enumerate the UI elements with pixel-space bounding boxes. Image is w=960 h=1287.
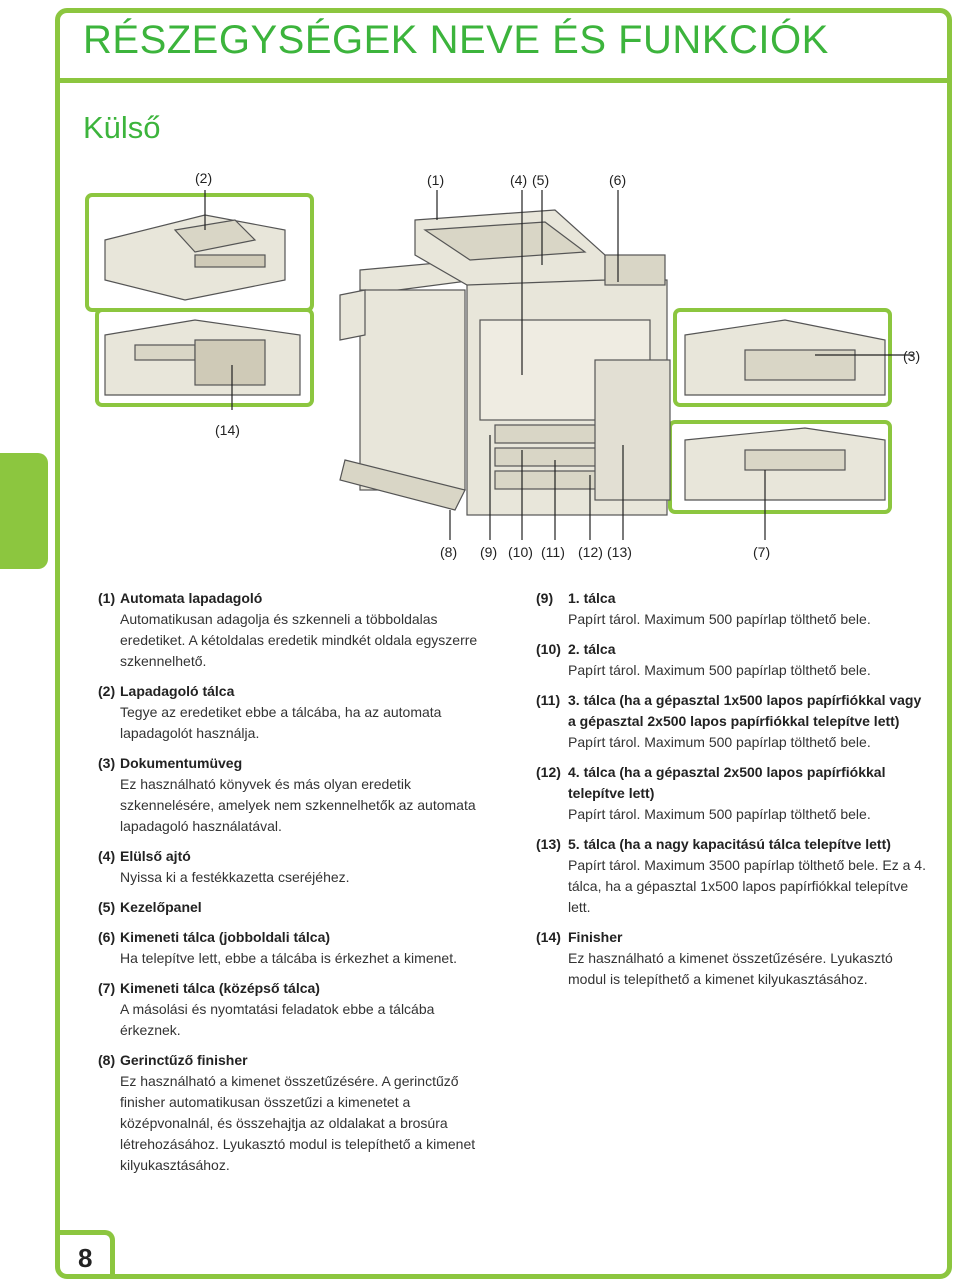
item-description: Papírt tárol. Maximum 3500 papírlap tölt… (568, 857, 926, 915)
item-title: Finisher (568, 929, 623, 945)
item-number: (11) (536, 692, 561, 708)
item-description: Nyissa ki a festékkazetta cseréjéhez. (120, 869, 350, 885)
item-number: (3) (98, 755, 116, 771)
callout-3: (3) (903, 348, 921, 364)
list-item: (8)Gerinctűző finisher Ez használható a … (98, 1050, 488, 1176)
section-title: Külső (83, 110, 161, 145)
item-title: 3. tálca (ha a gépasztal 1x500 lapos pap… (568, 692, 922, 729)
item-title: 1. tálca (568, 590, 616, 606)
item-number: (1) (98, 590, 116, 606)
callout-10: (10) (508, 544, 533, 560)
copier-illustration (85, 190, 913, 540)
item-number: (12) (536, 764, 561, 780)
callout-12: (12) (578, 544, 603, 560)
item-number: (4) (98, 848, 116, 864)
item-title: Kimeneti tálca (jobboldali tálca) (120, 929, 331, 945)
callout-13: (13) (607, 544, 632, 560)
item-description: Papírt tárol. Maximum 500 papírlap tölth… (568, 662, 871, 678)
item-description: Ez használható könyvek és más olyan ered… (120, 776, 476, 834)
item-description: Ha telepítve lett, ebbe a tálcába is érk… (120, 950, 457, 966)
item-number: (13) (536, 836, 561, 852)
page-number-box (55, 1230, 115, 1279)
list-item: (1)Automata lapadagoló Automatikusan ada… (98, 588, 488, 672)
right-descriptions: (9) 1. tálca Papírt tárol. Maximum 500 pa… (536, 588, 926, 999)
list-item: (12) 4. tálca (ha a gépasztal 2x500 lapos… (536, 762, 926, 825)
title-bar (55, 8, 952, 83)
list-item: (6)Kimeneti tálca (jobboldali tálca) Ha … (98, 927, 488, 969)
item-title: 2. tálca (568, 641, 616, 657)
page-title: RÉSZEGYSÉGEK NEVE ÉS FUNKCIÓK (83, 18, 829, 62)
callout-14: (14) (215, 422, 240, 438)
left-descriptions: (1)Automata lapadagoló Automatikusan ada… (98, 588, 488, 1185)
callout-9: (9) (480, 544, 498, 560)
callout-5: (5) (532, 172, 550, 188)
item-title: Automata lapadagoló (120, 590, 263, 606)
copier-diagram: (2) (1) (4) (5) (6) (3) (14) (8) (9) (10… (85, 160, 945, 580)
callout-6: (6) (609, 172, 627, 188)
list-item: (13) 5. tálca (ha a nagy kapacitású tálca… (536, 834, 926, 918)
item-description: Ez használható a kimenet összetűzésére. … (120, 1073, 476, 1173)
list-item: (14) Finisher Ez használható a kimenet ös… (536, 927, 926, 990)
list-item: (7)Kimeneti tálca (középső tálca) A máso… (98, 978, 488, 1041)
list-item: (3)Dokumentumüveg Ez használható könyvek… (98, 753, 488, 837)
item-description: Tegye az eredetiket ebbe a tálcába, ha a… (120, 704, 442, 741)
item-title: Lapadagoló tálca (120, 683, 235, 699)
item-description: A másolási és nyomtatási feladatok ebbe … (120, 1001, 435, 1038)
item-number: (2) (98, 683, 116, 699)
callout-1: (1) (427, 172, 445, 188)
list-item: (5)Kezelőpanel (98, 897, 488, 918)
item-title: Elülső ajtó (120, 848, 191, 864)
page-frame (55, 8, 952, 1279)
item-number: (7) (98, 980, 116, 996)
side-tab (0, 453, 48, 569)
item-title: 5. tálca (ha a nagy kapacitású tálca tel… (568, 836, 891, 852)
item-number: (14) (536, 929, 561, 945)
callout-11: (11) (541, 544, 565, 560)
item-number: (8) (98, 1052, 116, 1068)
callout-2: (2) (195, 170, 213, 186)
callout-7: (7) (753, 544, 771, 560)
list-item: (9) 1. tálca Papírt tárol. Maximum 500 pa… (536, 588, 926, 630)
item-title: 4. tálca (ha a gépasztal 2x500 lapos pap… (568, 764, 886, 801)
item-number: (6) (98, 929, 116, 945)
list-item: (4)Elülső ajtó Nyissa ki a festékkazetta… (98, 846, 488, 888)
list-item: (2)Lapadagoló tálca Tegye az eredetiket … (98, 681, 488, 744)
item-title: Kezelőpanel (120, 899, 202, 915)
list-item: (11) 3. tálca (ha a gépasztal 1x500 lapos… (536, 690, 926, 753)
item-title: Kimeneti tálca (középső tálca) (120, 980, 320, 996)
callout-8: (8) (440, 544, 458, 560)
item-description: Papírt tárol. Maximum 500 papírlap tölth… (568, 806, 871, 822)
item-description: Papírt tárol. Maximum 500 papírlap tölth… (568, 734, 871, 750)
item-title: Dokumentumüveg (120, 755, 243, 771)
item-number: (10) (536, 641, 561, 657)
item-description: Automatikusan adagolja és szkenneli a tö… (120, 611, 478, 669)
item-title: Gerinctűző finisher (120, 1052, 248, 1068)
item-description: Ez használható a kimenet összetűzésére. … (568, 950, 893, 987)
item-description: Papírt tárol. Maximum 500 papírlap tölth… (568, 611, 871, 627)
callout-4: (4) (510, 172, 528, 188)
item-number: (9) (536, 590, 554, 606)
item-number: (5) (98, 899, 116, 915)
page-number: 8 (78, 1243, 93, 1273)
list-item: (10) 2. tálca Papírt tárol. Maximum 500 p… (536, 639, 926, 681)
